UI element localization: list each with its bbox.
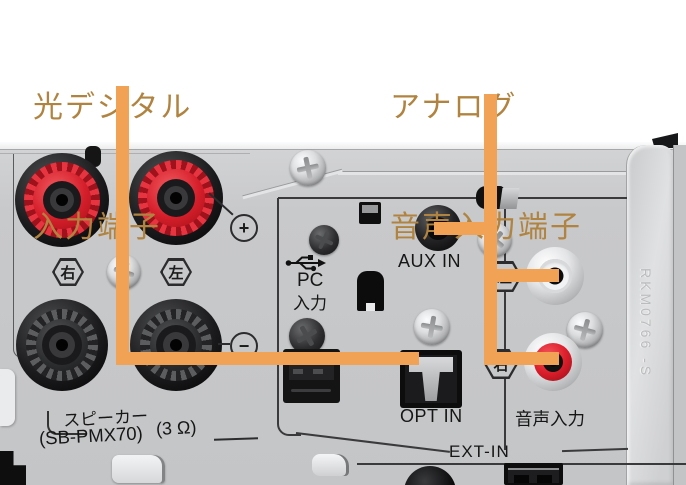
speaker-post-red-right <box>15 153 109 247</box>
aux-in-label: AUX IN <box>398 251 462 271</box>
callout-optical-line2: 入力端子 <box>33 211 161 244</box>
device-top-edge <box>0 142 686 150</box>
panel-ridge <box>338 171 628 175</box>
bottom-tab <box>112 455 165 483</box>
extin-outline-left <box>277 198 301 436</box>
analog-leader-aux <box>434 222 497 235</box>
speaker-post-black-left <box>130 299 222 391</box>
bottom-round-jack <box>404 466 456 485</box>
extin-outline-top <box>278 197 627 199</box>
side-tab <box>0 369 15 426</box>
callout-optical-digital: 光デジタル 入力端子 <box>33 8 192 328</box>
analog-leader-white-jack <box>484 269 559 282</box>
screw <box>290 150 326 186</box>
audio-in-label: 音声入力 <box>515 409 585 429</box>
screw <box>289 318 325 354</box>
panel-hook-tab <box>357 271 384 311</box>
optical-leader-horizontal <box>116 352 419 365</box>
bracket-marking: RKM0766 -S <box>638 268 654 379</box>
small-switch-slot <box>359 202 381 224</box>
minus-leader-line <box>218 343 230 345</box>
callout-optical-line1: 光デジタル <box>33 91 193 124</box>
bottom-small-tab <box>312 454 349 476</box>
device-side-strip <box>673 145 686 485</box>
speaker-post-red-left <box>129 151 223 245</box>
optical-leader-vertical <box>116 86 129 365</box>
pc-input-label-line1: PC <box>297 270 324 291</box>
pc-terminal-screw <box>309 225 339 255</box>
mount-bracket <box>626 145 674 485</box>
opt-in-label: OPT IN <box>400 406 463 426</box>
plus-mark: + <box>230 214 258 242</box>
usb-trident-icon <box>285 253 327 278</box>
screw <box>414 309 450 345</box>
ext-in-label: EXT-IN <box>449 442 510 461</box>
jack-chain-line <box>504 208 506 450</box>
bottom-usb-port <box>504 463 563 485</box>
speaker-label-bracket <box>47 411 87 435</box>
speaker-post-black-right <box>16 299 108 391</box>
speaker-impedance-label: (3 Ω) <box>155 416 197 440</box>
pc-input-label-line2: 入力 <box>293 294 327 313</box>
analog-leader-red-jack <box>484 352 559 365</box>
